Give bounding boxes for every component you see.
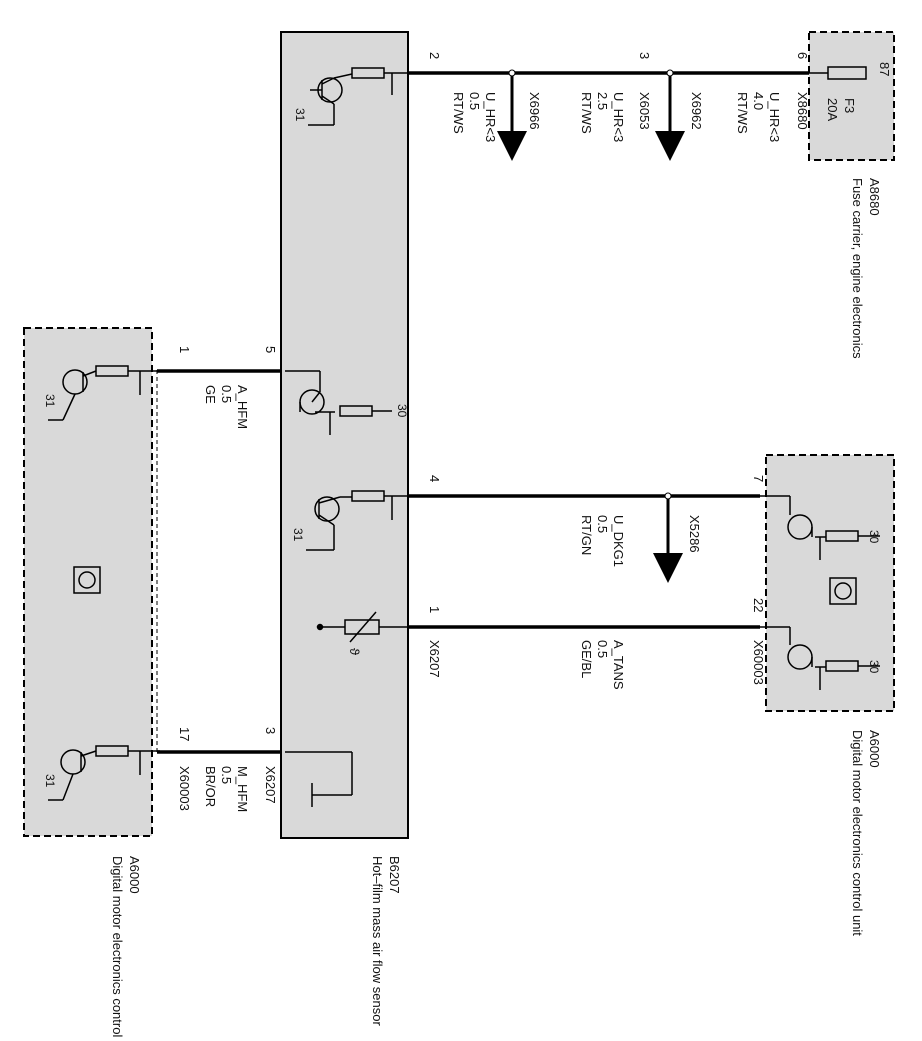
fuse-icon <box>809 66 867 80</box>
sensor-transistor-top <box>308 67 408 126</box>
fuse-rating: 20A <box>825 98 840 121</box>
connector-x6962: X6962 <box>689 92 704 130</box>
pin-7: 7 <box>751 475 766 482</box>
u-hr-label-c: U_HR<3 4.0 RT/WS <box>735 92 782 142</box>
svg-text:0.5: 0.5 <box>219 385 234 403</box>
theta-symbol: ϑ <box>347 648 362 656</box>
dme-left-transistor-bottom <box>48 745 160 801</box>
connector-x60003-right: X60003 <box>751 640 766 685</box>
svg-text:0.5: 0.5 <box>595 640 610 658</box>
dme-right-transistor-top <box>760 495 880 560</box>
u-hr-label-b: U_HR<3 2.5 RT/WS <box>579 92 626 142</box>
pin-2: 2 <box>427 52 442 59</box>
a-tans-label: A_TANS 0.5 GE/BL <box>579 640 626 690</box>
fuse-label: F3 <box>842 98 857 113</box>
connector-x60003-left: X60003 <box>177 766 192 811</box>
dme-left-transistor-top <box>48 365 160 421</box>
fuse-carrier-name: Fuse carrier, engine electronics <box>850 178 865 359</box>
gnd-label-top: 31 <box>293 108 307 122</box>
pin-3-sensor: 3 <box>263 727 278 734</box>
connector-x6966: X6966 <box>527 92 542 130</box>
sensor-block <box>280 31 409 839</box>
sensor-transistor-mid <box>285 370 392 435</box>
svg-text:RT/WS: RT/WS <box>579 92 594 134</box>
a-hfm-label: A_HFM 0.5 GE <box>203 385 250 429</box>
dme-left-gnd-top: 31 <box>43 394 57 408</box>
connector-x5286: X5286 <box>687 515 702 553</box>
connector-x6207-right: X6207 <box>427 640 442 678</box>
svg-text:0.5: 0.5 <box>467 92 482 110</box>
dme-left-gnd-bottom: 31 <box>43 774 57 788</box>
dme-left-name: Digital motor electronics control unit <box>110 856 125 1041</box>
pin-3-u: 3 <box>637 52 652 59</box>
dme-right-supply-bottom: 30 <box>867 660 881 674</box>
dme-right-name: Digital motor electronics control unit <box>850 730 865 936</box>
pin-4: 4 <box>427 475 442 482</box>
fuse-carrier-block <box>808 31 895 161</box>
u-hr-label-a: U_HR<3 0.5 RT/WS <box>451 92 498 142</box>
connector-x6207-bottom: X6207 <box>263 766 278 804</box>
pin-5: 5 <box>263 346 278 353</box>
svg-text:0.5: 0.5 <box>219 766 234 784</box>
wires <box>157 71 809 754</box>
dme-right-id: A6000 <box>867 730 882 768</box>
fuse-carrier-id: A8680 <box>867 178 882 216</box>
sensor-transistor-lower <box>306 490 408 551</box>
u-dkg1-label: U_DKG1 0.5 RT/GN <box>579 515 626 567</box>
pin-1-sensor: 1 <box>427 606 442 613</box>
svg-text:4.0: 4.0 <box>751 92 766 110</box>
gnd-label-lower: 31 <box>291 528 305 542</box>
connector-x8680: X8680 <box>795 92 810 130</box>
connector-x6053: X6053 <box>637 92 652 130</box>
m-hfm-label: M_HFM 0.5 BR/OR <box>203 766 250 812</box>
svg-text:U_HR<3: U_HR<3 <box>611 92 626 142</box>
dme-right-chip-icon <box>829 577 857 605</box>
dme-right-transistor-bottom <box>760 626 880 690</box>
svg-text:M_HFM: M_HFM <box>235 766 250 812</box>
sensor-name: Hot–film mass air flow sensor <box>370 856 385 1026</box>
pin-22: 22 <box>751 598 766 612</box>
svg-text:U_DKG1: U_DKG1 <box>611 515 626 567</box>
pin-1-left: 1 <box>177 346 192 353</box>
splice-arrows <box>497 73 685 583</box>
svg-text:A_HFM: A_HFM <box>235 385 250 429</box>
svg-text:U_HR<3: U_HR<3 <box>767 92 782 142</box>
svg-text:RT/GN: RT/GN <box>579 515 594 555</box>
fuse-pin-87: 87 <box>877 62 892 76</box>
svg-text:A_TANS: A_TANS <box>611 640 626 690</box>
dme-left-id: A6000 <box>127 856 142 894</box>
svg-text:BR/OR: BR/OR <box>203 766 218 807</box>
dme-left-chip-icon <box>73 566 101 594</box>
svg-text:2.5: 2.5 <box>595 92 610 110</box>
svg-text:RT/WS: RT/WS <box>735 92 750 134</box>
sensor-thermistor <box>316 611 408 643</box>
pin-6: 6 <box>795 52 810 59</box>
svg-text:GE/BL: GE/BL <box>579 640 594 678</box>
svg-text:GE: GE <box>203 385 218 404</box>
dme-right-supply-top: 30 <box>867 530 881 544</box>
svg-text:0.5: 0.5 <box>595 515 610 533</box>
svg-text:RT/WS: RT/WS <box>451 92 466 134</box>
sensor-id: B6207 <box>387 856 402 894</box>
sensor-ground-symbol <box>285 751 353 807</box>
pin-17: 17 <box>177 727 192 741</box>
svg-text:U_HR<3: U_HR<3 <box>483 92 498 142</box>
supply-label-mid: 30 <box>395 404 409 418</box>
